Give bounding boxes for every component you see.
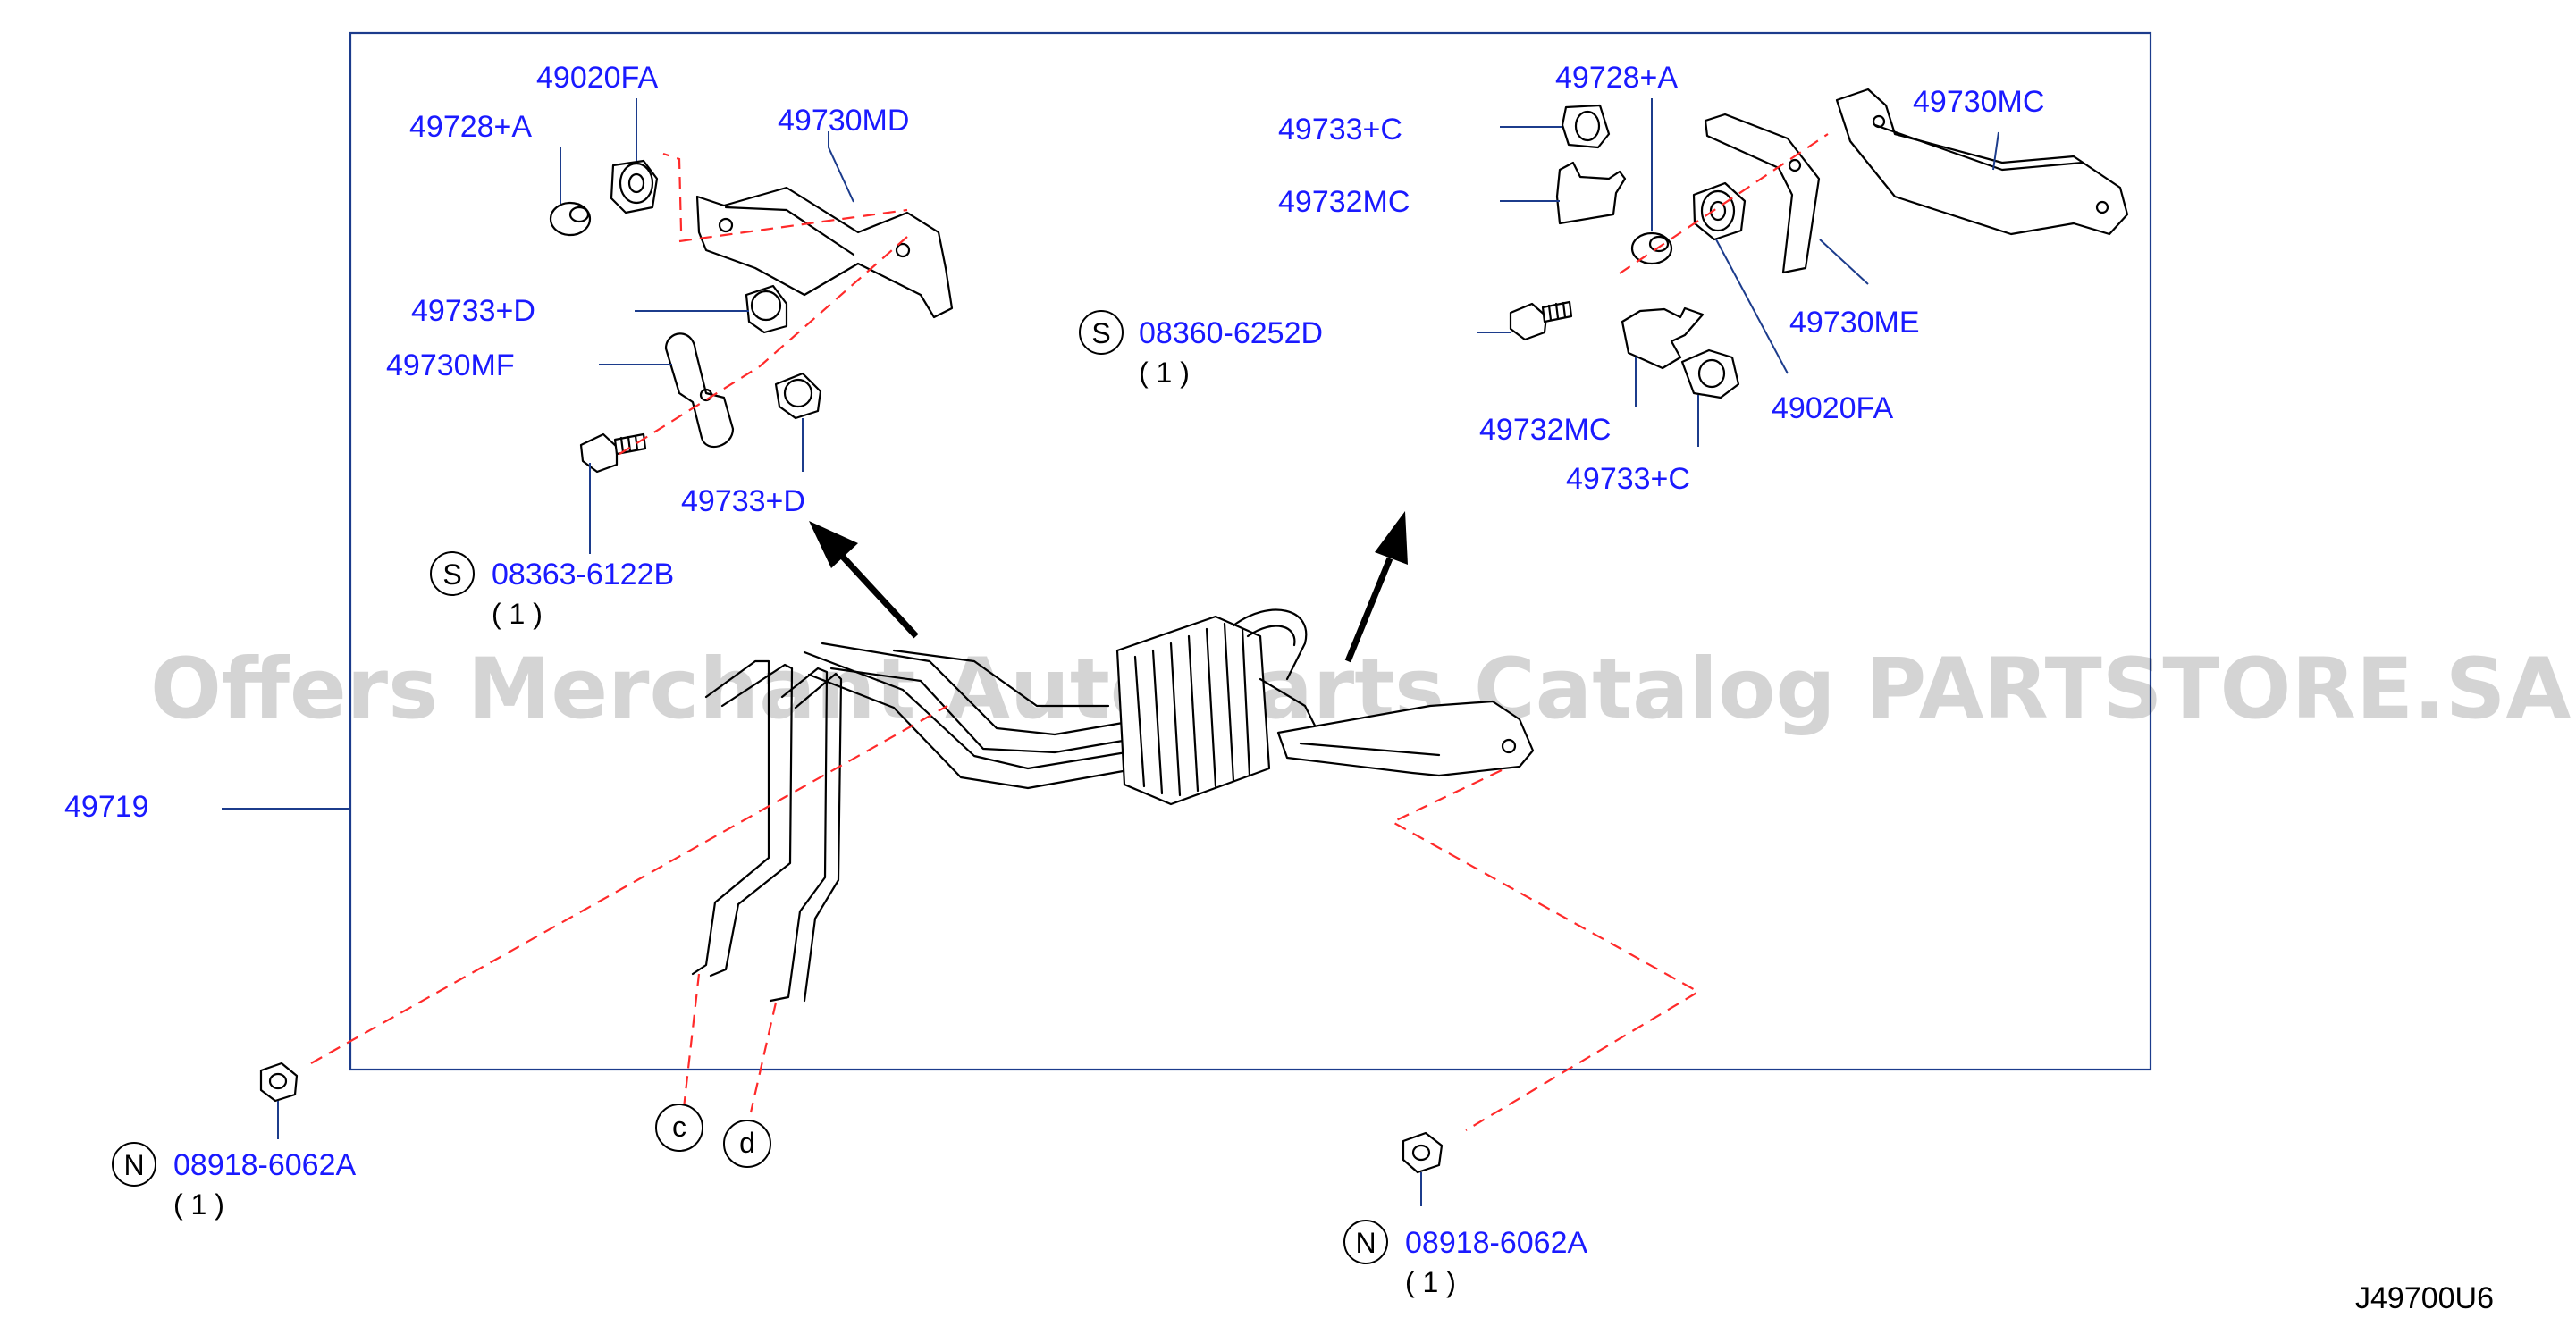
nut-symbol-icon: [1343, 1220, 1388, 1264]
arrow-right-detail: [1344, 511, 1408, 663]
label-49020fa-left[interactable]: 49020FA: [536, 61, 658, 95]
assembly-part-number[interactable]: 49719: [64, 790, 149, 824]
callout-part-number[interactable]: 08360-6252D: [1139, 316, 1323, 350]
callout-symbol: N: [1355, 1227, 1376, 1259]
arrow-left-detail: [809, 521, 919, 639]
label-49733d-upper[interactable]: 49733+D: [411, 294, 535, 328]
bolt-08363-6122b: [579, 432, 647, 474]
leader-lines: [277, 98, 1999, 1206]
label-49730me[interactable]: 49730ME: [1789, 306, 1920, 340]
label-49728a-right[interactable]: 49728+A: [1555, 61, 1678, 95]
collar-49733c-lower: [1680, 348, 1740, 399]
collar-49733c-upper: [1561, 104, 1611, 149]
diagram-code: J49700U6: [2355, 1281, 2494, 1315]
standard-symbol-icon: [1079, 310, 1124, 355]
clip-49732mc-upper: [1555, 161, 1627, 225]
callout-n-08918-6062a-right[interactable]: N 08918-6062A ( 1 ): [1343, 1220, 1588, 1298]
connector-d-label: d: [739, 1127, 755, 1159]
callout-symbol: S: [1091, 317, 1110, 349]
connector-c-label: c: [672, 1111, 686, 1143]
label-49733d-lower[interactable]: 49733+D: [681, 484, 805, 518]
callout-qty: ( 1 ): [492, 598, 543, 630]
collar-49733d-upper: [745, 284, 788, 334]
collar-49728a-right: [1630, 231, 1673, 265]
assembly-frame: [349, 31, 2152, 1071]
callout-n-08918-6062a-left[interactable]: N 08918-6062A ( 1 ): [112, 1142, 357, 1221]
bolt-08360-6252d: [1509, 300, 1573, 341]
label-49730mf[interactable]: 49730MF: [386, 348, 515, 382]
label-49730mc[interactable]: 49730MC: [1913, 85, 2044, 119]
dashed-guides: [310, 133, 1829, 1131]
nut-symbol-icon: [112, 1142, 156, 1187]
nut-08918-6062a-left: [259, 1062, 299, 1103]
callout-s-08360-6252d[interactable]: S 08360-6252D ( 1 ): [1079, 310, 1323, 389]
callout-part-number[interactable]: 08918-6062A: [173, 1148, 357, 1182]
label-49732mc-lower[interactable]: 49732MC: [1479, 413, 1611, 447]
collar-49728a-left: [549, 201, 592, 237]
bracket-49730md: [695, 186, 954, 319]
label-49730md[interactable]: 49730MD: [778, 104, 909, 138]
label-49732mc-upper[interactable]: 49732MC: [1278, 185, 1410, 219]
label-49733c-upper[interactable]: 49733+C: [1278, 113, 1402, 147]
callout-symbol: N: [123, 1149, 144, 1181]
clip-49732mc-lower: [1621, 306, 1705, 370]
callout-qty: ( 1 ): [1405, 1266, 1456, 1298]
oil-cooler-tube-assembly: [691, 608, 1535, 1003]
label-49733c-lower[interactable]: 49733+C: [1566, 462, 1690, 496]
bracket-49730mc: [1835, 88, 2129, 236]
callout-part-number[interactable]: 08918-6062A: [1405, 1226, 1588, 1260]
label-49728a-left[interactable]: 49728+A: [409, 110, 532, 144]
callout-qty: ( 1 ): [173, 1188, 224, 1221]
grommet-49020fa-right: [1692, 181, 1747, 241]
nut-08918-6062a-right: [1402, 1131, 1444, 1174]
connector-d: d: [723, 1120, 771, 1168]
label-49020fa-right[interactable]: 49020FA: [1772, 391, 1893, 425]
clamp-49730mf: [664, 332, 735, 448]
collar-49733d-lower: [774, 372, 822, 420]
bracket-49730me: [1704, 113, 1821, 274]
connector-c: c: [655, 1104, 703, 1152]
standard-symbol-icon: [430, 551, 475, 596]
callout-s-08363-6122b[interactable]: S 08363-6122B ( 1 ): [430, 551, 674, 630]
callout-symbol: S: [442, 558, 461, 591]
callout-part-number[interactable]: 08363-6122B: [492, 558, 674, 592]
grommet-49020fa-left: [610, 159, 659, 214]
callout-qty: ( 1 ): [1139, 357, 1190, 389]
